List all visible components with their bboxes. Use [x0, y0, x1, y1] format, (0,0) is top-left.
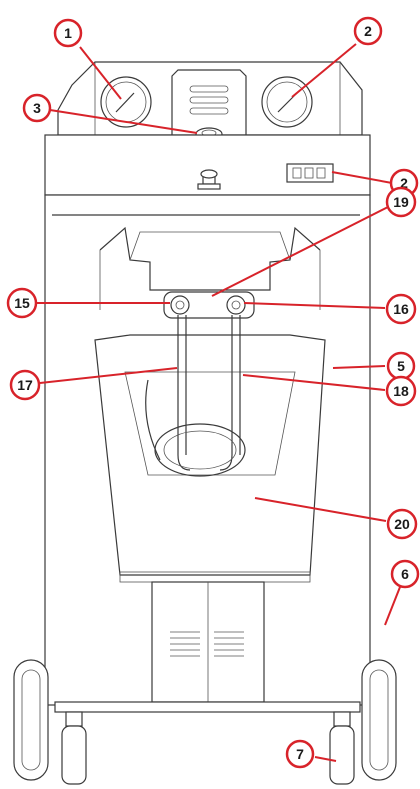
connector-block-icon	[286, 163, 334, 183]
callout-label: 18	[393, 383, 409, 399]
left-caster-icon	[61, 711, 87, 785]
callout-19: 19	[385, 186, 417, 218]
callout-2-gauge: 2	[353, 16, 383, 46]
callout-label: 6	[401, 566, 409, 582]
callout-label: 7	[296, 746, 304, 762]
right-caster-icon	[329, 711, 355, 785]
callout-label: 15	[14, 295, 30, 311]
machine-illustration	[13, 61, 397, 785]
callout-18: 18	[385, 375, 417, 407]
left-rear-wheel-icon	[13, 659, 49, 781]
callout-1: 1	[53, 18, 83, 48]
callout-label: 2	[364, 23, 372, 39]
callout-label: 20	[394, 516, 410, 532]
callout-label: 5	[397, 358, 405, 374]
callout-label: 2	[400, 175, 408, 191]
right-rear-wheel-icon	[361, 659, 397, 781]
callout-label: 17	[17, 377, 33, 393]
callout-16: 16	[385, 293, 417, 325]
callout-leaders	[37, 43, 401, 762]
front-tray	[94, 334, 326, 576]
top-valve-icon	[197, 169, 221, 190]
callout-label: 19	[393, 194, 409, 210]
callout-3: 3	[22, 93, 52, 123]
callout-label: 1	[64, 25, 72, 41]
hoses-icon	[145, 315, 246, 477]
callout-7: 7	[285, 739, 315, 769]
vent-grille-icon	[170, 631, 244, 657]
callout-5: 5	[386, 351, 416, 381]
display-module	[171, 69, 247, 136]
base-frame	[54, 701, 361, 713]
callout-15: 15	[6, 287, 38, 319]
callout-label: 16	[393, 301, 409, 317]
callout-label: 3	[33, 100, 41, 116]
callout-20: 20	[386, 508, 418, 540]
callout-6: 6	[390, 559, 420, 589]
hose-holder	[163, 291, 255, 319]
high-pressure-gauge-icon	[261, 76, 313, 128]
callout-17: 17	[9, 369, 41, 401]
